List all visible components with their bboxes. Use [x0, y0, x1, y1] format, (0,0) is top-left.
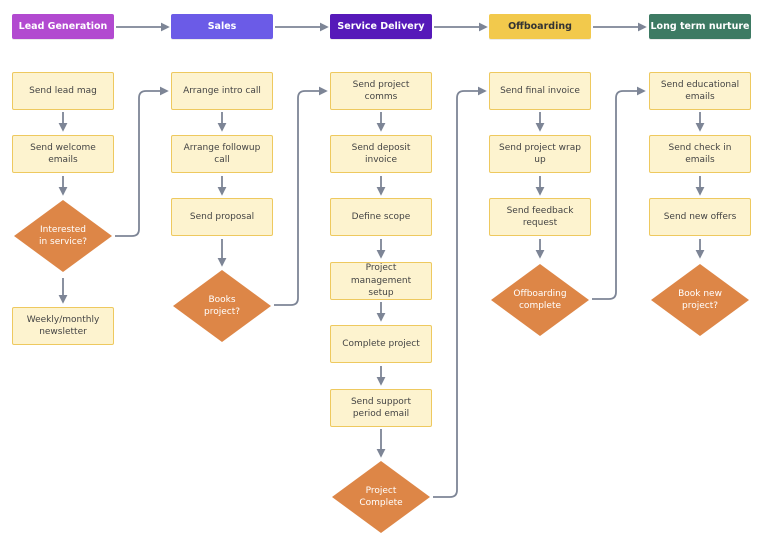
- step-send-welcome-emails: Send welcome emails: [12, 135, 114, 173]
- decision-offboarding-complete: Offboarding complete: [489, 262, 591, 338]
- connector-ob-to-ltn: [592, 86, 646, 300]
- step-send-support-period-email: Send support period email: [330, 389, 432, 427]
- connector-lg-to-sales: [115, 86, 169, 237]
- decision-label: Book new project?: [678, 288, 722, 312]
- stage-header-offboarding: Offboarding: [489, 14, 591, 39]
- diamond-shape: [491, 264, 589, 336]
- step-send-deposit-invoice: Send deposit invoice: [330, 135, 432, 173]
- decision-interested-in-service: Interested in service?: [12, 198, 114, 274]
- step-define-scope: Define scope: [330, 198, 432, 236]
- decision-project-complete: Project Complete: [330, 459, 432, 535]
- step-send-feedback-request: Send feedback request: [489, 198, 591, 236]
- stage-header-sales: Sales: [171, 14, 273, 39]
- stage-header-service-delivery: Service Delivery: [330, 14, 432, 39]
- step-arrange-intro-call: Arrange intro call: [171, 72, 273, 110]
- connector-sales-to-sd: [274, 86, 328, 306]
- diamond-shape: [332, 461, 430, 533]
- connector-sd-to-ob: [433, 86, 487, 498]
- diamond-shape: [651, 264, 749, 336]
- diamond-shape: [14, 200, 112, 272]
- step-send-new-offers: Send new offers: [649, 198, 751, 236]
- stage-header-lead-generation: Lead Generation: [12, 14, 114, 39]
- decision-books-project: Books project?: [171, 268, 273, 344]
- step-send-lead-mag: Send lead mag: [12, 72, 114, 110]
- step-send-check-in-emails: Send check in emails: [649, 135, 751, 173]
- step-arrange-followup-call: Arrange followup call: [171, 135, 273, 173]
- step-complete-project: Complete project: [330, 325, 432, 363]
- step-send-educational-emails: Send educational emails: [649, 72, 751, 110]
- step-send-project-wrap-up: Send project wrap up: [489, 135, 591, 173]
- decision-label: Books project?: [203, 294, 240, 318]
- diamond-shape: [173, 270, 271, 342]
- decision-label: Project Complete: [359, 485, 403, 509]
- step-project-management-setup: Project management setup: [330, 262, 432, 300]
- decision-label: Offboarding complete: [513, 288, 567, 312]
- decision-label: Interested in service?: [38, 224, 88, 248]
- step-send-final-invoice: Send final invoice: [489, 72, 591, 110]
- step-send-project-comms: Send project comms: [330, 72, 432, 110]
- step-weekly-monthly-newsletter: Weekly/monthly newsletter: [12, 307, 114, 345]
- decision-book-new-project: Book new project?: [649, 262, 751, 338]
- step-send-proposal: Send proposal: [171, 198, 273, 236]
- stage-header-long-term-nurture: Long term nurture: [649, 14, 751, 39]
